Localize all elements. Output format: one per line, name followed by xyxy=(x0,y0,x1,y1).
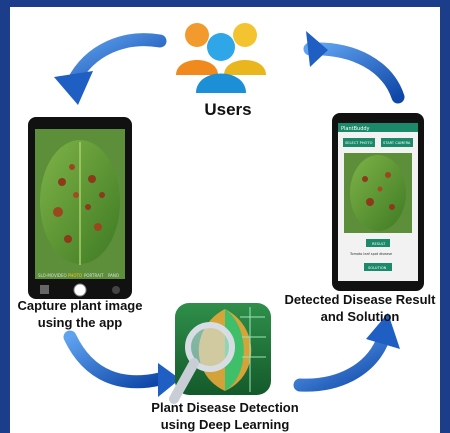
leaf-image xyxy=(40,140,120,265)
result-button xyxy=(366,239,390,247)
users-icon xyxy=(176,23,266,93)
diagram-canvas: SLO-MO VIDEO PHOTO PORTRAIT PANO PlantBu… xyxy=(10,7,440,433)
detection-label-line2: using Deep Learning xyxy=(160,417,290,432)
flip-camera-icon xyxy=(112,286,120,294)
arrow-result-to-users xyxy=(303,31,405,104)
result-label-line1: Detected Disease Result xyxy=(284,292,436,307)
camera-mode-video: VIDEO xyxy=(54,273,67,278)
result-button-label: RESULT xyxy=(372,242,386,246)
result-phone: PlantBuddy SELECT PHOTO START CAMERA RES… xyxy=(332,113,424,291)
arrow-detection-to-result xyxy=(293,313,400,392)
result-label-line2: and Solution xyxy=(320,309,400,324)
users-label: Users xyxy=(204,100,252,119)
arrow-users-to-capture xyxy=(54,33,167,105)
gallery-thumbnail xyxy=(40,285,49,294)
camera-mode-photo: PHOTO xyxy=(68,273,82,278)
shutter-button xyxy=(73,283,87,297)
diagram-graphics: SLO-MO VIDEO PHOTO PORTRAIT PANO PlantBu… xyxy=(28,23,424,404)
arrow-capture-to-detection xyxy=(63,330,180,397)
start-camera-button xyxy=(381,138,413,147)
result-leaf-image xyxy=(344,153,412,233)
capture-label-line2: using the app xyxy=(37,315,123,330)
capture-phone: SLO-MO VIDEO PHOTO PORTRAIT PANO xyxy=(28,117,132,299)
camera-mode-portrait: PORTRAIT xyxy=(84,273,104,278)
select-photo-button xyxy=(343,138,375,147)
select-photo-label: SELECT PHOTO xyxy=(345,141,373,145)
solution-button xyxy=(364,263,392,271)
magnifier-icon xyxy=(169,322,235,404)
detection-label: Plant Disease Detection using Deep Learn… xyxy=(130,399,320,433)
app-header-bar xyxy=(338,123,418,132)
app-title: PlantBuddy xyxy=(341,126,370,132)
result-label: Detected Disease Result and Solution xyxy=(280,291,440,325)
capture-label-line1: Capture plant image xyxy=(17,298,143,313)
camera-mode-pano: PANO xyxy=(108,273,119,278)
result-text: Tomato leaf spot disease xyxy=(349,252,392,256)
solution-button-label: SOLUTION xyxy=(368,266,387,270)
capture-label: Capture plant image using the app xyxy=(10,297,150,331)
start-camera-label: START CAMERA xyxy=(383,141,411,145)
detection-label-line1: Plant Disease Detection xyxy=(151,400,299,415)
camera-mode-slomo: SLO-MO xyxy=(38,273,54,278)
